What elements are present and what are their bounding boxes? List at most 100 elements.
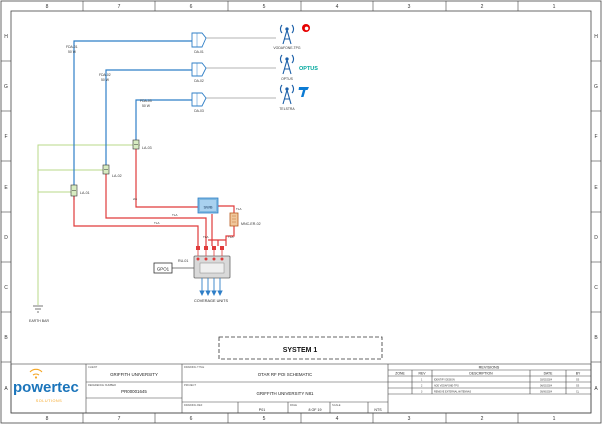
rev-cell: 05/06/2024: [540, 391, 553, 394]
col-label: 1: [553, 4, 556, 10]
rf-blue-lines: [73, 40, 192, 200]
tower-icon: [279, 24, 295, 45]
da-combiner[interactable]: [191, 62, 207, 77]
col-label: 7: [118, 416, 121, 422]
drawing-ref-caption: DRAWING REF: [184, 403, 203, 407]
revisions-title: REVISIONS: [479, 366, 500, 370]
client-value: GRIFFITH UNIVERSITY: [110, 372, 158, 377]
row-label: G: [594, 84, 598, 90]
rev-header: REV: [419, 372, 427, 376]
poi-label: SWB: [203, 205, 212, 210]
fda-spec: 50 W: [101, 78, 110, 82]
mnc-unit[interactable]: [229, 212, 239, 227]
row-label: H: [594, 34, 598, 40]
drawing-title-caption: DRAWING TITLE: [184, 365, 204, 369]
system-label: SYSTEM 1: [283, 347, 318, 354]
fda-id: FDA-03: [140, 99, 152, 103]
row-label: G: [4, 84, 8, 90]
rev-cell: ADD VODAFONE-TPG: [434, 385, 459, 388]
cable-label: TLA: [236, 207, 242, 211]
rev-cell: SS: [576, 379, 580, 382]
mnc-label: MNC-ER-02: [241, 222, 261, 226]
tower-icon: [279, 84, 295, 105]
ref-value: PR00001645: [121, 389, 147, 394]
row-label: E: [594, 185, 598, 191]
rev-cell: 2: [421, 385, 423, 388]
cable-label: TLA: [228, 235, 234, 239]
row-label: F: [594, 134, 597, 140]
da-combiner[interactable]: [191, 92, 207, 107]
ref-caption: REFERENCE NUMBER: [88, 383, 116, 387]
row-ticks: [1, 60, 601, 363]
cable-label: TLA: [154, 221, 160, 225]
row-label: D: [4, 235, 8, 241]
rev-cell: CL: [576, 391, 580, 394]
cable-label: TLA: [203, 235, 209, 239]
poi-unit[interactable]: [197, 197, 219, 214]
row-label: B: [594, 335, 598, 341]
remote-unit[interactable]: [193, 246, 231, 279]
col-label: 5: [263, 4, 266, 10]
gpo-box[interactable]: [153, 262, 173, 274]
fda-spec: 50 W: [142, 104, 151, 108]
column-ticks: [82, 1, 519, 423]
earth-bar-symbol: [33, 305, 43, 313]
coverage-arrows: [199, 278, 223, 297]
col-label: 5: [263, 416, 266, 422]
rev-header: DATE: [544, 372, 554, 376]
lightning-arrestor[interactable]: [70, 184, 78, 197]
rev-cell: 02/02/2024: [540, 379, 553, 382]
tower-icon: [279, 54, 295, 75]
rev-cell: 06/02/2024: [540, 385, 553, 388]
row-label: H: [4, 34, 8, 40]
cable-label: TLA: [172, 213, 178, 217]
gpo-label: GPO1: [157, 267, 170, 272]
lightning-arrestor[interactable]: [132, 139, 140, 150]
source-label: VODAFONE-TPG: [273, 46, 300, 50]
powertec-wave-icon: [29, 368, 43, 379]
la-label: LA-03: [142, 146, 152, 150]
lightning-arrestor[interactable]: [102, 164, 110, 175]
row-label: E: [4, 185, 8, 191]
page-value: 8 OF 19: [309, 408, 322, 412]
rev-cell: 1: [421, 379, 423, 382]
da-combiner[interactable]: [191, 32, 207, 48]
col-label: 6: [190, 416, 193, 422]
row-label: A: [4, 386, 8, 392]
scale-caption: SCALE: [332, 403, 341, 407]
rev-cell: REMOVE EXTERNAL ANTENNAS: [434, 391, 472, 394]
col-label: 2: [481, 416, 484, 422]
earth-bar-label: EARTH BAR: [29, 319, 49, 323]
coverage-label: COVERAGE UNITS: [194, 299, 228, 303]
vodafone-logo-icon: [302, 24, 310, 32]
col-label: 3: [408, 416, 411, 422]
rev-header: ZONE: [395, 372, 405, 376]
la-label: LA-01: [80, 191, 90, 195]
row-label: A: [594, 386, 598, 392]
col-label: 2: [481, 4, 484, 10]
rev-header: BY: [576, 372, 581, 376]
la-label: LA-02: [112, 174, 122, 178]
telstra-logo-icon: [298, 87, 309, 97]
row-label: F: [4, 134, 7, 140]
source-label: TELSTRA: [279, 107, 295, 111]
col-label: 3: [408, 4, 411, 10]
da-label: DA-01: [194, 50, 204, 54]
col-label: 1: [553, 416, 556, 422]
row-label: D: [594, 235, 598, 241]
system-box: [218, 336, 383, 360]
row-label: B: [4, 335, 8, 341]
source-label: OPTUS: [281, 77, 293, 81]
row-label: C: [594, 285, 598, 291]
rev-cell: 3: [421, 391, 423, 394]
source-lines: [206, 37, 276, 99]
scale-value: NTS: [374, 408, 382, 412]
project-value: GRIFFITH UNIVERSITY N81: [256, 391, 314, 396]
ru-label: RU-01: [178, 259, 188, 263]
cable-label: 2m: [133, 197, 138, 201]
rev-header: DESCRIPTION: [469, 372, 493, 376]
optus-logo: OPTUS: [299, 66, 318, 72]
page-caption: PAGE: [290, 403, 297, 407]
da-label: DA-03: [194, 109, 204, 113]
